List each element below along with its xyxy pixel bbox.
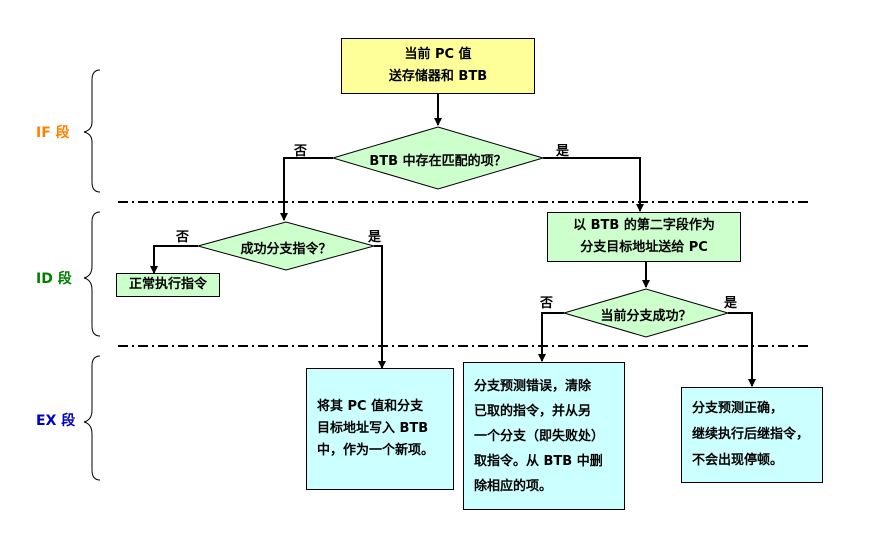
edge-label-btb-no: 否 [294, 144, 308, 159]
stage-label-if: IF 段 [36, 125, 70, 141]
arrow-success-yes [728, 312, 756, 387]
stage-label-id: ID 段 [36, 271, 72, 287]
start-box: 当前 PC 值 送存储器和 BTB [341, 38, 535, 94]
write-btb-box: 将其 PC 值和分支 目标地址写入 BTB 中，作为一个新项。 [306, 368, 454, 490]
decision-btb-text: BTB 中存在匹配的项？ [369, 154, 507, 169]
edge-label-success-yes: 是 [724, 296, 738, 311]
correct-box: 分支预测正确， 继续执行后继指令， 不会出现停顿。 [681, 387, 823, 483]
decision-branch-text: 成功分支指令？ [240, 242, 332, 257]
arrow-success-no [538, 312, 564, 362]
ex-stage-brace [83, 355, 101, 481]
normal-exec-box: 正常执行指令 [116, 273, 220, 297]
decision-success-text: 当前分支成功？ [600, 309, 692, 324]
mispredict-box: 分支预测错误，清除 已取的指令，并从另 一个分支（即失败处） 取指令。从 BTB… [463, 362, 625, 510]
edge-label-branch-no: 否 [176, 230, 190, 245]
id-stage-brace [83, 211, 101, 337]
stage-label-ex: EX 段 [36, 413, 76, 429]
arrow-btb-no [280, 157, 333, 221]
edge-label-success-no: 否 [540, 296, 554, 311]
if-stage-brace [83, 69, 101, 193]
btb-target-box: 以 BTB 的第二字段作为 分支目标地址送给 PC [547, 212, 741, 262]
arrow-branch-no [150, 245, 198, 274]
edge-label-branch-yes: 是 [368, 230, 382, 245]
edge-label-btb-yes: 是 [556, 144, 570, 159]
arrow-btb-yes [543, 157, 644, 212]
arrow-branch-yes [374, 245, 386, 369]
